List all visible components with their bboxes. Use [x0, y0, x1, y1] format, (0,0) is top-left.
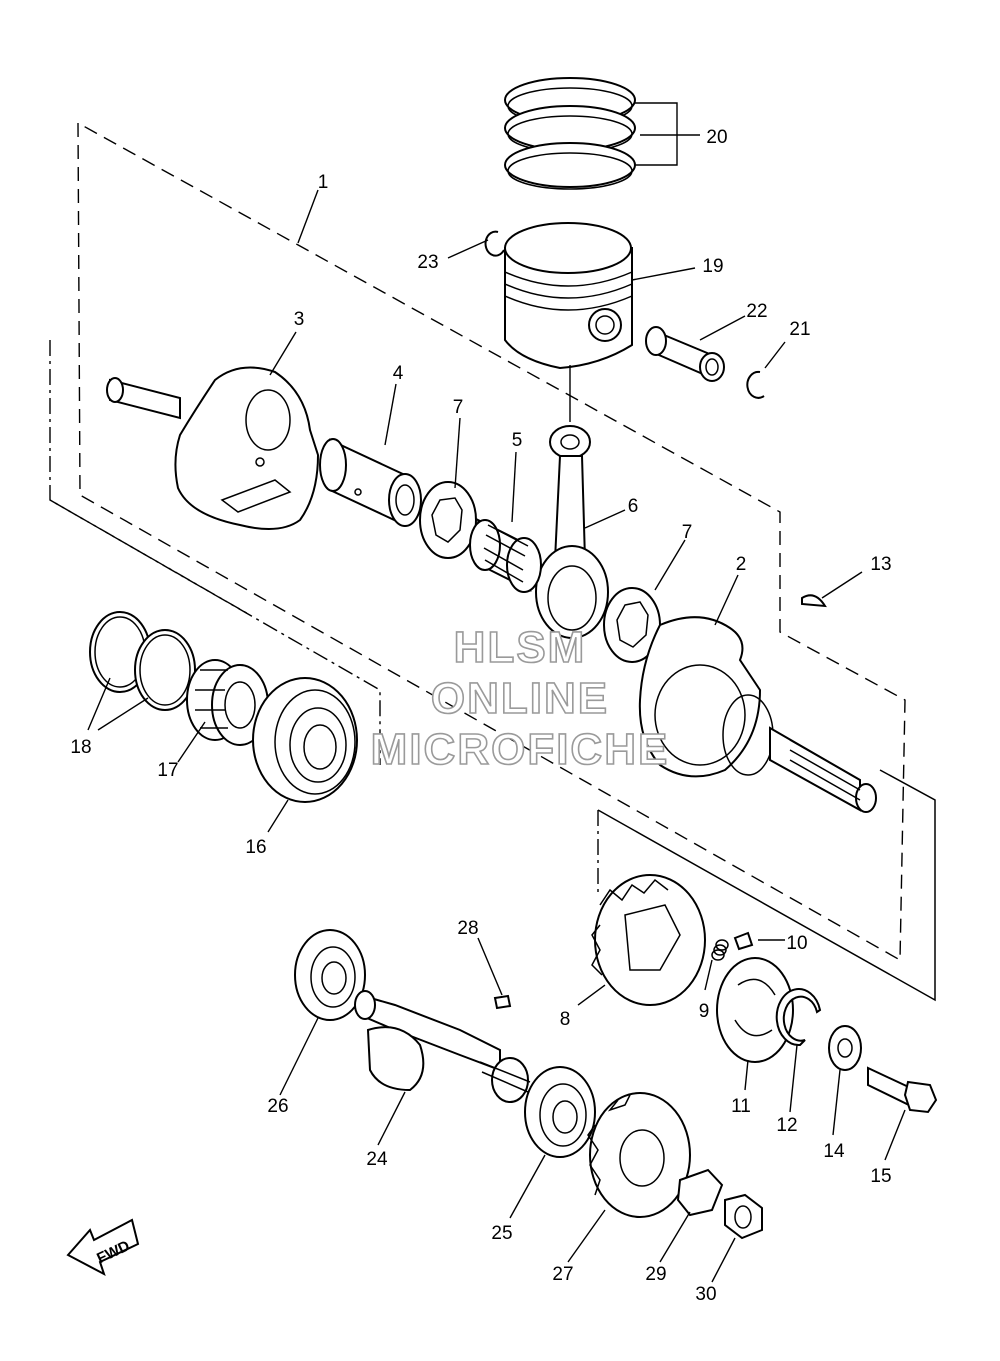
watermark-line-1: HLSM: [454, 623, 587, 672]
bolt: [867, 1066, 938, 1114]
callout-6: 6: [628, 496, 639, 517]
crank-pin: [319, 438, 422, 527]
assembly-boundaries: [49, 122, 936, 1002]
callout-20: 20: [706, 127, 727, 148]
callout-23: 23: [417, 252, 438, 273]
balancer-gear: [587, 1092, 691, 1218]
watermark-line-3: MICROFICHE: [371, 725, 670, 774]
callout-5: 5: [512, 430, 523, 451]
drive-sprocket: [591, 874, 706, 1006]
forward-arrow: FWD: [66, 1218, 140, 1277]
lock-washer: [676, 1168, 724, 1217]
callout-16: 16: [245, 837, 266, 858]
callout-24: 24: [366, 1149, 388, 1170]
callout-28: 28: [457, 918, 478, 939]
callout-7-left: 7: [453, 397, 464, 418]
shaft-key: [493, 994, 512, 1010]
callout-25: 25: [491, 1223, 512, 1244]
piston: [504, 222, 633, 370]
balancer-shaft: [354, 990, 531, 1103]
callout-2: 2: [736, 554, 747, 575]
callout-15: 15: [870, 1166, 891, 1187]
callout-14: 14: [823, 1141, 845, 1162]
balancer-bearing-left: [294, 929, 366, 1021]
crank-web-left: [106, 366, 320, 530]
callout-7-right: 7: [682, 522, 693, 543]
callout-26: 26: [267, 1096, 288, 1117]
retainer-plate: [716, 957, 794, 1063]
circlip-lower: [775, 988, 822, 1047]
callout-19: 19: [702, 256, 723, 277]
circlip-left: [484, 230, 505, 257]
callout-21: 21: [789, 319, 810, 340]
o-rings: [89, 611, 196, 711]
needle-bearing: [469, 518, 542, 593]
callout-29: 29: [645, 1264, 666, 1285]
piston-rings: [504, 77, 636, 190]
spring: [711, 939, 729, 961]
nut: [724, 1193, 763, 1240]
callout-3: 3: [294, 309, 305, 330]
connecting-rod: [535, 365, 609, 639]
thrust-washer-left: [419, 481, 477, 559]
callout-labels: 1 2 3 4 5 6 7 7 8 9 10 11 12 13 14 15 16…: [70, 127, 891, 1305]
callout-27: 27: [552, 1264, 573, 1285]
circlip-right: [746, 370, 765, 399]
balancer-bearing-right: [524, 1066, 596, 1158]
callout-4: 4: [393, 363, 404, 384]
watermark-line-2: ONLINE: [431, 674, 609, 723]
callout-8: 8: [560, 1009, 571, 1030]
callout-12: 12: [776, 1115, 797, 1136]
callout-18: 18: [70, 737, 91, 758]
callout-13: 13: [870, 554, 891, 575]
woodruff-key: [801, 594, 827, 608]
main-bearing: [252, 677, 358, 803]
callout-11: 11: [731, 1096, 751, 1117]
watermark: HLSM ONLINE MICROFICHE: [370, 622, 670, 775]
callout-1: 1: [318, 172, 329, 193]
washer: [828, 1025, 862, 1071]
callout-30: 30: [695, 1284, 716, 1305]
dowel-pin: [733, 931, 754, 951]
callout-10: 10: [786, 933, 807, 954]
piston-pin: [645, 326, 725, 382]
crank-web-right: [638, 616, 877, 813]
leader-lines: [87, 102, 906, 1283]
callout-17: 17: [157, 760, 178, 781]
callout-22: 22: [746, 301, 767, 322]
callout-9: 9: [699, 1001, 710, 1022]
